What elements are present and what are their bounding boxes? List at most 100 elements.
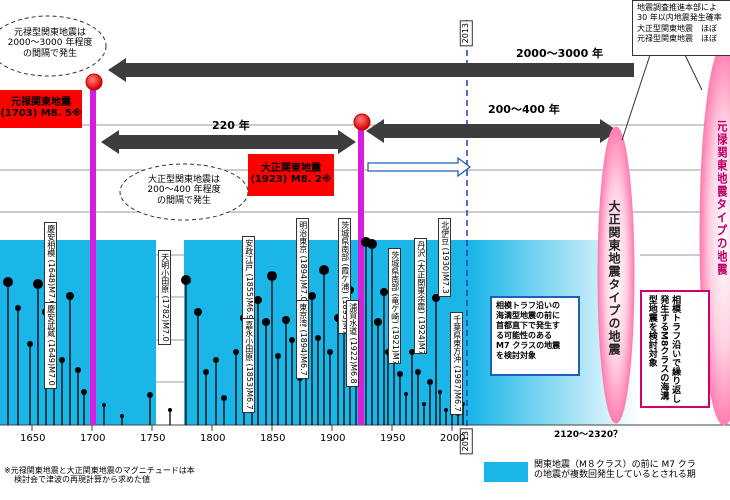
earthquake-marker [367, 239, 377, 249]
year-2013-top-label: 2013 [460, 20, 473, 47]
footnote-line: ※元禄関東地震と大正関東地震のマグニチュードは本 [4, 466, 195, 475]
prob-line: 地震調査推進本部によ [637, 3, 717, 12]
taisho-type-label: 大正関東地震タイプの地震 [607, 200, 621, 356]
arrow-220 [101, 130, 356, 154]
prob-line: 30 年以内地震発生確率 [637, 13, 722, 23]
legend-line: 関東地震（M８クラス）の前に M7 クラ [534, 460, 696, 470]
footnote: ※元禄関東地震と大正関東地震のマグニチュードは本 検討会で津波の再現計算から求め… [4, 466, 195, 484]
earthquake-marker [289, 337, 295, 343]
x-tick-label-1650: 1650 [20, 433, 46, 444]
note-line: の間隔で発生 [22, 48, 77, 59]
note-line: 2000～3000 年程度 [7, 38, 93, 49]
m8-target-box: 相模トラフ沿いで繰り返し発生するM8クラスの海溝型地震を検討対象 [640, 290, 710, 408]
taisho-marker [353, 113, 371, 131]
legend-swatch [484, 462, 528, 482]
earthquake-label: 丹沢 (大正関東余震) (1924)M7.3 [414, 238, 427, 354]
earthquake-marker [233, 349, 239, 355]
taisho-magnitude: (1923) M8. 2※ [250, 174, 332, 185]
arrow-outline [367, 156, 472, 178]
earthquake-marker [254, 296, 262, 304]
earthquake-marker [75, 367, 81, 373]
earthquake-marker [409, 349, 415, 355]
taisho-name: 大正関東地震 [261, 163, 321, 174]
label-220-years: 220 年 [212, 119, 250, 132]
earthquake-marker [327, 349, 333, 355]
earthquake-marker [102, 403, 106, 407]
earthquake-marker [203, 369, 209, 375]
note-line: 元禄型関東地震は [13, 28, 86, 38]
earthquake-marker [415, 369, 421, 375]
m7-line: 海溝型地震の前に [496, 311, 560, 320]
earthquake-marker [444, 408, 448, 412]
earthquake-marker [33, 279, 43, 289]
m8-target-text: 相模トラフ沿いで繰り返し発生するM8クラスの海溝型地震を検討対象 [646, 295, 681, 403]
earthquake-label: 明治東京 (1894)M7.0 [296, 218, 309, 305]
genroku-bar [90, 85, 96, 425]
footnote-line: 検討会で津波の再現計算から求めた値 [14, 475, 150, 485]
connector-line [621, 54, 651, 141]
note-genroku-interval: 元禄型関東地震は 2000～3000 年程度 の間隔で発生 [4, 28, 96, 59]
future-range-label: 2120～2320？ [554, 430, 623, 440]
prob-line: 大正型関東地震 ほぼ [637, 23, 717, 33]
earthquake-marker [27, 341, 33, 347]
earthquake-marker [397, 371, 403, 377]
earthquake-label: 慶安相模 (1648)M7.0 [44, 222, 57, 309]
x-axis-ticks [31, 425, 453, 431]
earthquake-label: 安政江戸 (1855)M6.9 [242, 236, 255, 323]
genroku-label-box: 元禄関東地震 (1703) M8. 5※ [0, 90, 82, 128]
earthquake-label: 東京湾 (1894)M6.7 [296, 300, 309, 379]
genroku-name: 元禄関東地震 [11, 97, 71, 108]
earthquake-marker [213, 357, 219, 363]
earthquake-marker [181, 275, 191, 285]
m7-line: 相模トラフ沿いの [496, 301, 560, 310]
genroku-marker [85, 73, 103, 91]
earthquake-marker [15, 305, 21, 311]
earthquake-marker [380, 288, 388, 296]
probability-box: 地震調査推進本部によ 30 年以内地震発生確率 大正型関東地震 ほぼ 元禄型関東… [632, 0, 730, 56]
label-200-400-years: 200～400 年 [488, 103, 560, 116]
arrow-200-400 [366, 119, 618, 143]
x-tick-label-1800: 1800 [200, 433, 226, 444]
x-tick-label-1700: 1700 [80, 433, 106, 444]
earthquake-marker [319, 265, 329, 275]
earthquake-marker [147, 392, 153, 398]
prob-line: 元禄型関東地震 ほぼ [637, 34, 717, 44]
earthquake-marker [194, 308, 202, 316]
earthquake-marker [59, 357, 65, 363]
earthquake-marker [3, 277, 13, 287]
taisho-bar [358, 125, 364, 425]
note-line: 200～400 年程度 [147, 185, 221, 196]
x-tick-label-1750: 1750 [140, 433, 166, 444]
earthquake-marker [168, 408, 172, 412]
earthquake-label: 北伊豆 (1930)M7.3 [438, 218, 451, 297]
note-ellipse-genroku [0, 15, 107, 77]
genroku-magnitude: (1703) M8. 5※ [0, 108, 82, 119]
earthquake-label: 天明小田原 (1782)M7.0 [158, 250, 171, 345]
m7-line: る可能性のある [496, 331, 552, 340]
connector-line [684, 54, 703, 91]
earthquake-marker [374, 318, 382, 326]
pink-ellipse-taisho [597, 126, 635, 424]
note-line: 大正型関東地震は [147, 175, 220, 185]
earthquake-marker [267, 271, 277, 281]
earthquake-label: 茨城県南部 (竜ケ崎) (1921)M7.0 [388, 248, 401, 364]
earthquake-marker [275, 353, 281, 359]
x-tick-label-1850: 1850 [260, 433, 286, 444]
note-taisho-interval: 大正型関東地震は 200～400 年程度 の間隔で発生 [124, 175, 244, 206]
x-tick-label-1950: 1950 [380, 433, 406, 444]
m7-line: 首都直下で発生す [496, 321, 560, 330]
earthquake-marker [427, 379, 433, 385]
legend-line: の地震が複数回発生しているとされる期 [534, 470, 696, 481]
earthquake-label: 嘉永小田原 (1853)M6.7 [242, 318, 255, 413]
m7-line: を検討対象 [496, 351, 536, 360]
earthquake-marker [315, 335, 321, 341]
legend-text: 関東地震（M８クラス）の前に M7 クラ の地震が複数回発生しているとされる期 [534, 460, 696, 481]
earthquake-label: 浦賀水道 (1922)M6.8 [346, 300, 359, 387]
earthquake-label: 千葉県東方沖 (1987)M6.7 [450, 312, 463, 415]
earthquake-marker [438, 390, 442, 394]
earthquake-marker [404, 392, 408, 396]
genroku-type-label: 元禄関東地震タイプの地震 [718, 120, 728, 276]
earthquake-marker [422, 402, 426, 406]
x-tick-label-1900: 1900 [320, 433, 346, 444]
